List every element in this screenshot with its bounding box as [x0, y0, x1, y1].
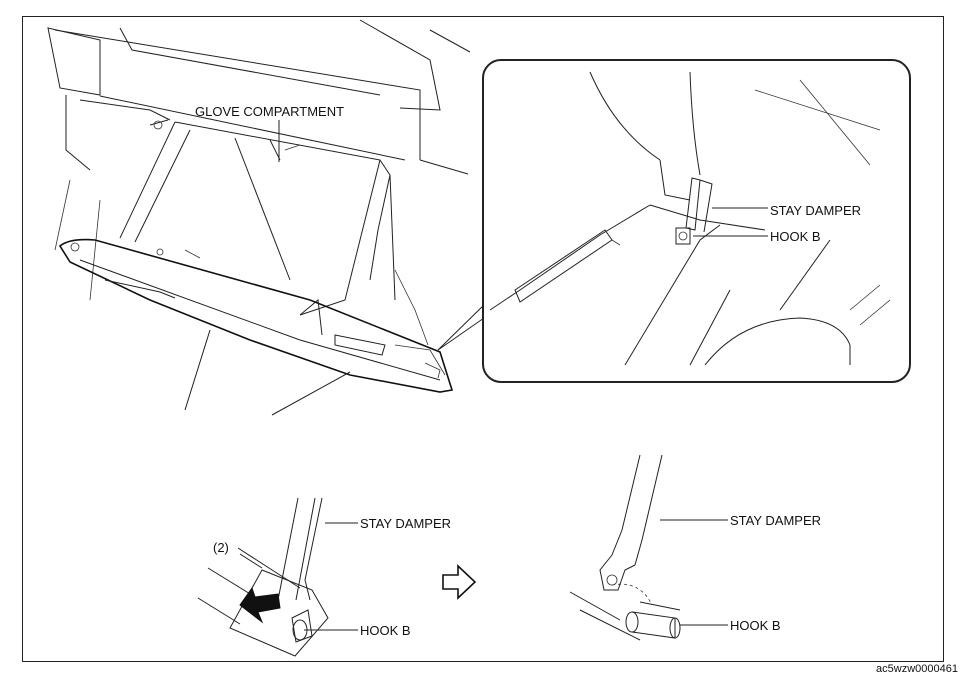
figure-frame	[22, 16, 944, 662]
stay-damper-detail-label: STAY DAMPER	[770, 203, 861, 218]
glove-compartment-label: GLOVE COMPARTMENT	[195, 104, 344, 119]
detail-inset	[482, 59, 911, 383]
result-illustration	[569, 454, 728, 641]
stay-damper-right-label: STAY DAMPER	[730, 513, 821, 528]
hook-b-detail-label: HOOK B	[770, 229, 821, 244]
step-2-illustration	[197, 497, 358, 657]
hook-b-left-label: HOOK B	[360, 623, 411, 638]
stay-damper-left-label: STAY DAMPER	[360, 516, 451, 531]
hook-b-right-label: HOOK B	[730, 618, 781, 633]
dashboard-illustration	[47, 19, 488, 416]
arrow-right-icon	[442, 564, 477, 600]
figure-code: ac5wzw0000461	[876, 663, 958, 675]
step-number-label: (2)	[213, 540, 229, 555]
